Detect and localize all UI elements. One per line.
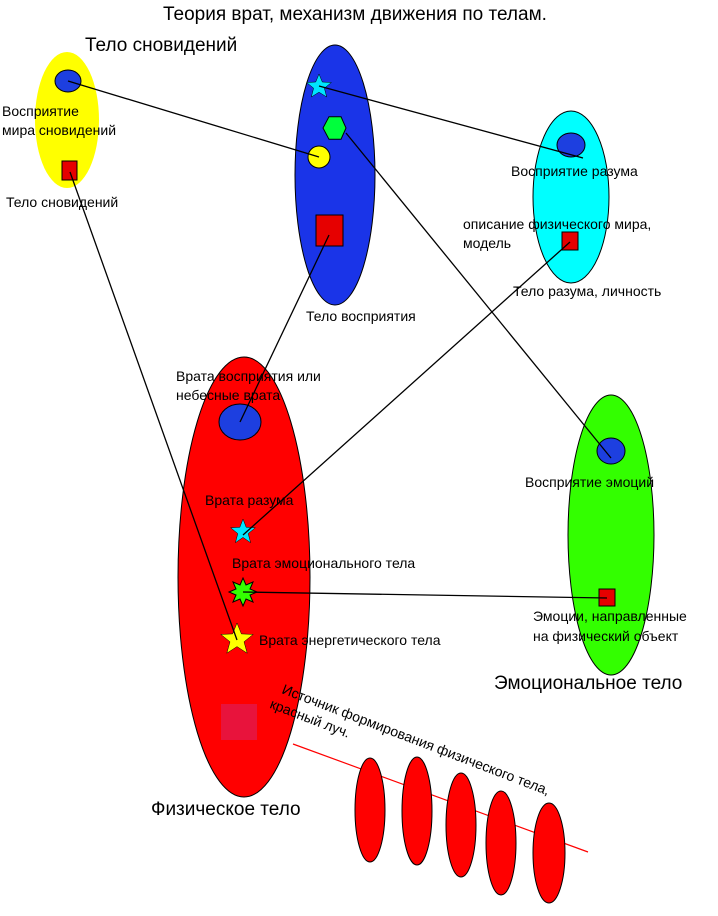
mind-perception-label: Восприятие разума xyxy=(511,163,638,179)
connector-hexagon-to-emotion xyxy=(345,132,612,459)
mind-model-label-line2: модель xyxy=(463,235,511,251)
dream-body-label: Тело сновидений xyxy=(6,194,118,210)
mind-body-ellipse xyxy=(532,110,610,284)
dream-perception-label-line2: мира сновидений xyxy=(2,122,116,138)
source-ellipse-4 xyxy=(485,790,517,896)
dream-body-heading: Тело сновидений xyxy=(85,35,237,56)
star-icon xyxy=(305,73,333,98)
physical-body-square xyxy=(221,704,257,740)
emotional-object-label-line2: на физический объект xyxy=(533,628,679,644)
emotional-perception-node xyxy=(596,437,626,465)
connector-star-to-mind xyxy=(318,85,584,159)
gate-energy-label: Врата энергетического тела xyxy=(259,632,441,648)
perception-body-ellipse xyxy=(294,44,376,306)
gate-perception-label-line1: Врата восприятия или xyxy=(176,368,321,384)
emotional-perception-label: Восприятие эмоций xyxy=(525,474,654,490)
connector-dream-to-perception xyxy=(67,80,320,158)
physical-body-ellipse xyxy=(177,356,311,798)
dream-perception-label-line1: Восприятие xyxy=(2,103,79,119)
gate-perception-label-line2: небесные врата xyxy=(176,387,280,403)
source-ellipse-2 xyxy=(401,756,433,866)
perception-body-label: Тело восприятия xyxy=(306,308,416,324)
source-ellipse-3 xyxy=(445,772,477,878)
dream-body-square xyxy=(61,160,78,181)
gate-mind-label: Врата разума xyxy=(205,492,294,508)
emotional-body-ellipse xyxy=(567,394,655,676)
connector-perception-square-to-gate xyxy=(239,234,330,423)
emotional-object-label-line1: Эмоции, направленные xyxy=(533,608,687,624)
physical-body-heading: Физическое тело xyxy=(151,799,301,820)
source-ellipse-1 xyxy=(354,757,386,863)
star-icon xyxy=(229,518,257,544)
emotional-body-heading: Эмоциональное тело xyxy=(494,673,682,694)
source-ellipse-5 xyxy=(532,802,566,904)
hexagon-icon xyxy=(322,116,347,140)
connector-emotion-square-to-gate xyxy=(242,591,608,599)
diagram-title: Теория врат, механизм движения по телам. xyxy=(163,4,547,25)
connector-mind-square-to-gate xyxy=(242,241,571,536)
perception-body-square xyxy=(315,214,344,247)
mind-body-label: Тело разума, личность xyxy=(513,283,661,299)
mind-model-label-line1: описание физического мира, xyxy=(463,216,651,232)
gate-emotional-label: Врата эмоционального тела xyxy=(232,555,415,571)
connector-dream-to-energy-gate xyxy=(69,171,238,641)
mind-perception-node xyxy=(556,132,586,158)
